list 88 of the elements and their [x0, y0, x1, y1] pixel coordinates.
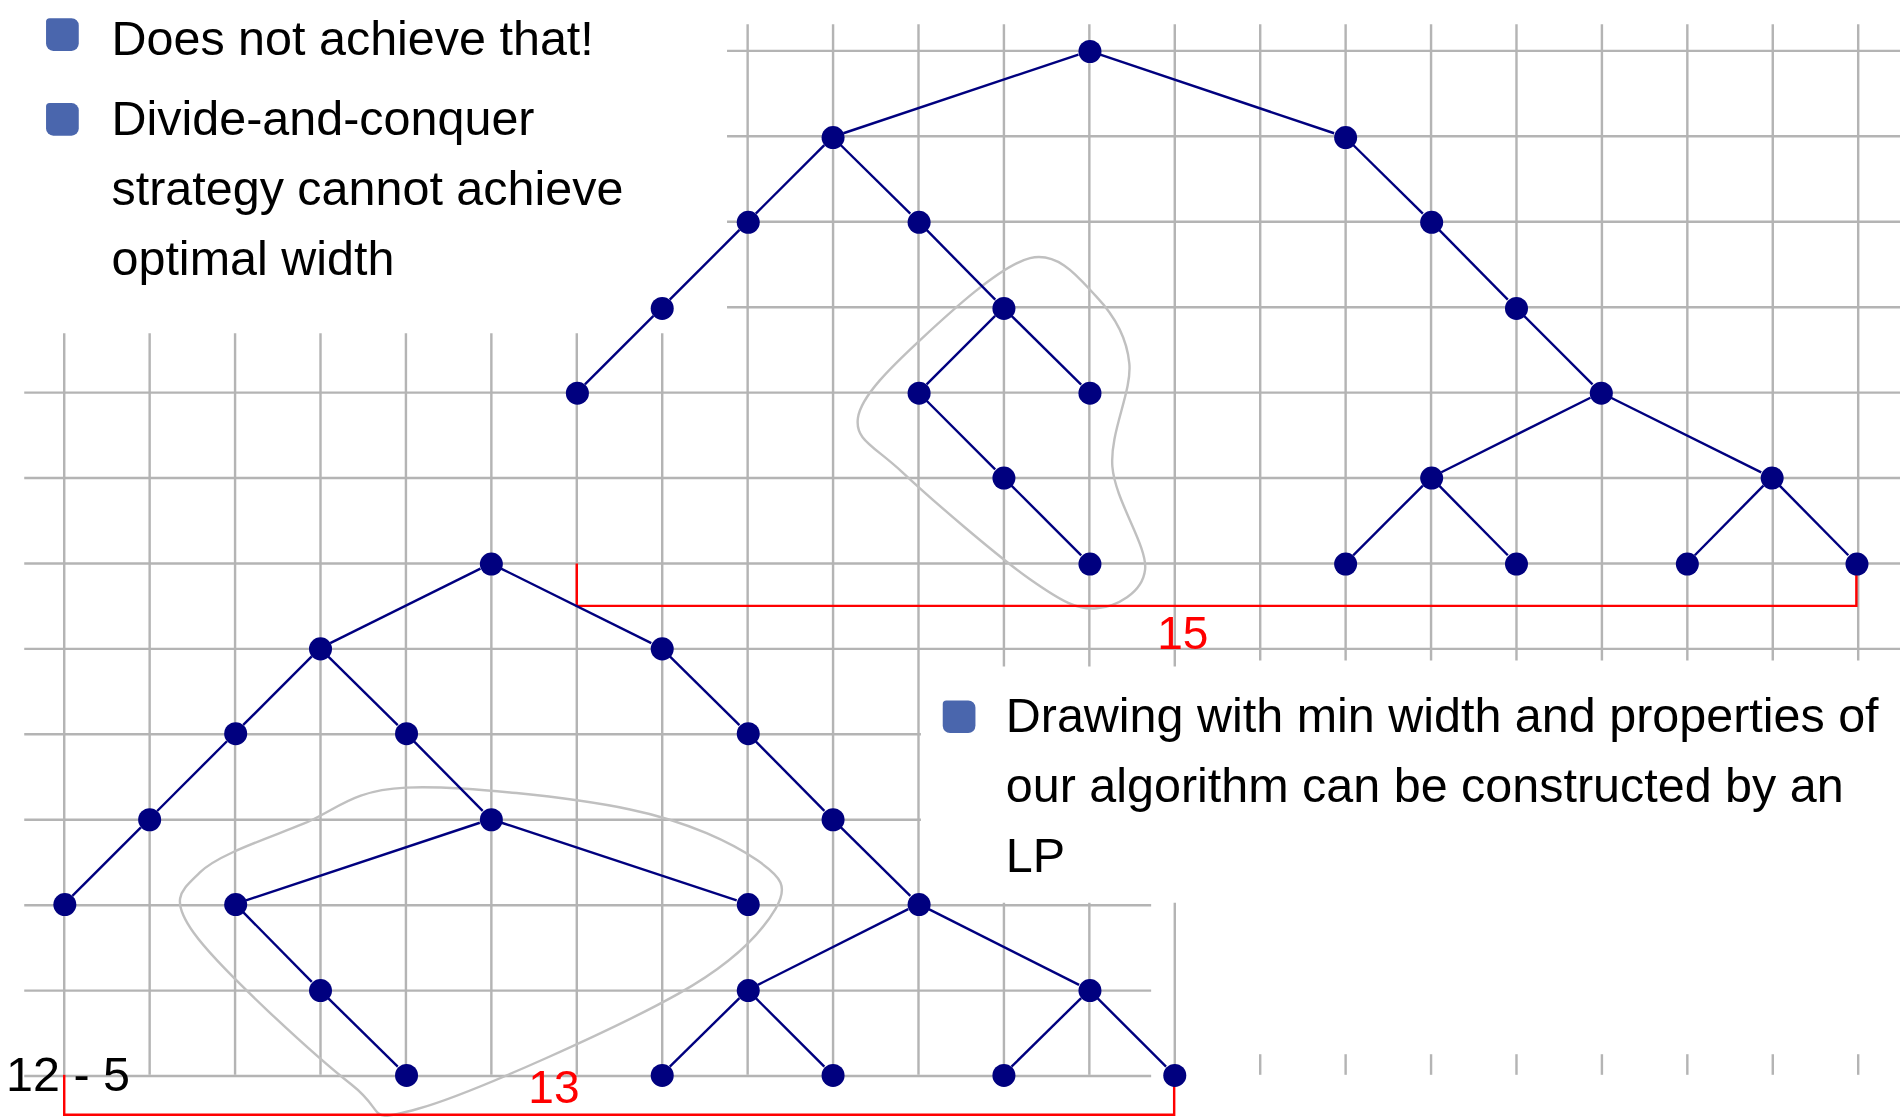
tree-edge	[668, 655, 741, 726]
tree-vertex	[1844, 551, 1868, 575]
tree-vertex	[1077, 39, 1101, 63]
tree-vertex	[991, 465, 1015, 489]
tree-vertex	[736, 210, 760, 234]
tree-edge	[839, 144, 912, 215]
tree-edge	[1610, 396, 1762, 474]
tree-vertex	[1504, 296, 1528, 320]
tree-edge	[1438, 484, 1509, 557]
tree-vertex	[1675, 551, 1699, 575]
tree-edge	[925, 229, 997, 301]
tree-edge	[843, 53, 1079, 135]
tree-vertex	[820, 1063, 844, 1087]
tree-vertex	[820, 807, 844, 831]
tree-vertex	[991, 296, 1015, 320]
tree-edge	[1010, 315, 1082, 386]
tree-vertex	[736, 978, 760, 1002]
tree-edge	[413, 740, 484, 812]
tree-edge	[839, 826, 912, 897]
tree-vertex	[1333, 125, 1357, 149]
tree-edge	[1440, 396, 1591, 474]
tree-vertex	[565, 381, 589, 405]
tree-edge	[1010, 997, 1082, 1068]
tree-edge	[925, 399, 997, 471]
dimension-value: 15	[1157, 607, 1209, 662]
tree-vertex	[1419, 210, 1443, 234]
tree-vertex	[907, 210, 930, 234]
page-number: 12 - 5	[6, 1045, 130, 1103]
tree-vertex	[820, 125, 844, 149]
tree-edge	[327, 655, 399, 726]
tree-edge	[501, 821, 738, 902]
tree-vertex	[991, 1063, 1015, 1087]
tree-vertex	[1504, 551, 1528, 575]
tree-edge	[1693, 484, 1765, 557]
tree-edge	[1523, 315, 1594, 386]
dimension-value: 13	[528, 1060, 580, 1115]
tree-vertex	[1589, 381, 1613, 405]
bullet-text: Does not achieve that!	[111, 9, 594, 67]
tree-edge	[329, 567, 481, 645]
tree-vertex	[736, 721, 760, 745]
tree-vertex	[394, 721, 418, 745]
tree-vertex	[308, 636, 332, 660]
tree-vertex	[736, 892, 760, 916]
tree-edge	[754, 997, 826, 1068]
tree-vertex	[223, 721, 247, 745]
tree-vertex	[308, 978, 332, 1002]
tree-edge	[245, 821, 481, 902]
tree-edge	[1778, 484, 1850, 557]
tree-edge	[156, 740, 228, 812]
tree-vertex	[650, 636, 674, 660]
tree-vertex	[650, 1063, 674, 1087]
tree-vertex	[394, 1063, 418, 1087]
tree-edge	[1438, 229, 1509, 301]
tree-vertex	[1077, 551, 1101, 575]
tree-edge	[754, 740, 826, 812]
tree-edge	[757, 908, 909, 986]
tree-vertex	[137, 807, 161, 831]
tree-edge	[1352, 484, 1424, 557]
tree-edge	[1010, 484, 1083, 557]
tree-vertex	[1162, 1063, 1186, 1087]
tree-vertex	[1760, 465, 1784, 489]
tree-edge	[668, 997, 741, 1068]
tree-edge	[500, 567, 652, 645]
tree-vertex	[907, 892, 930, 916]
tree-edge	[754, 144, 826, 215]
tree-vertex	[1419, 465, 1443, 489]
bullet-text: Divide-and-conquer strategy cannot achieve optimal width	[111, 89, 625, 287]
tree-vertex	[479, 807, 503, 831]
tree-edge	[928, 908, 1080, 986]
tree-vertex	[1333, 551, 1357, 575]
tree-edge	[1096, 997, 1167, 1068]
tree-edge	[668, 229, 741, 301]
tree-vertex	[650, 296, 674, 320]
tree-edge	[242, 655, 313, 726]
tree-vertex	[1077, 381, 1101, 405]
tree-vertex	[479, 551, 503, 575]
tree-vertex	[52, 892, 76, 916]
tree-edge	[1099, 53, 1335, 135]
tree-edge	[584, 315, 655, 386]
tree-vertex	[1077, 978, 1101, 1002]
tree-edge	[71, 826, 142, 897]
tree-edge	[327, 997, 399, 1068]
tree-edge	[1352, 144, 1424, 215]
tree-vertex	[907, 381, 930, 405]
tree-edge	[925, 315, 997, 386]
tree-edge	[242, 911, 313, 983]
tree-vertex	[223, 892, 247, 916]
bullet-text: Drawing with min width and properties of our algorithm can be constructed by an LP	[1005, 687, 1880, 885]
